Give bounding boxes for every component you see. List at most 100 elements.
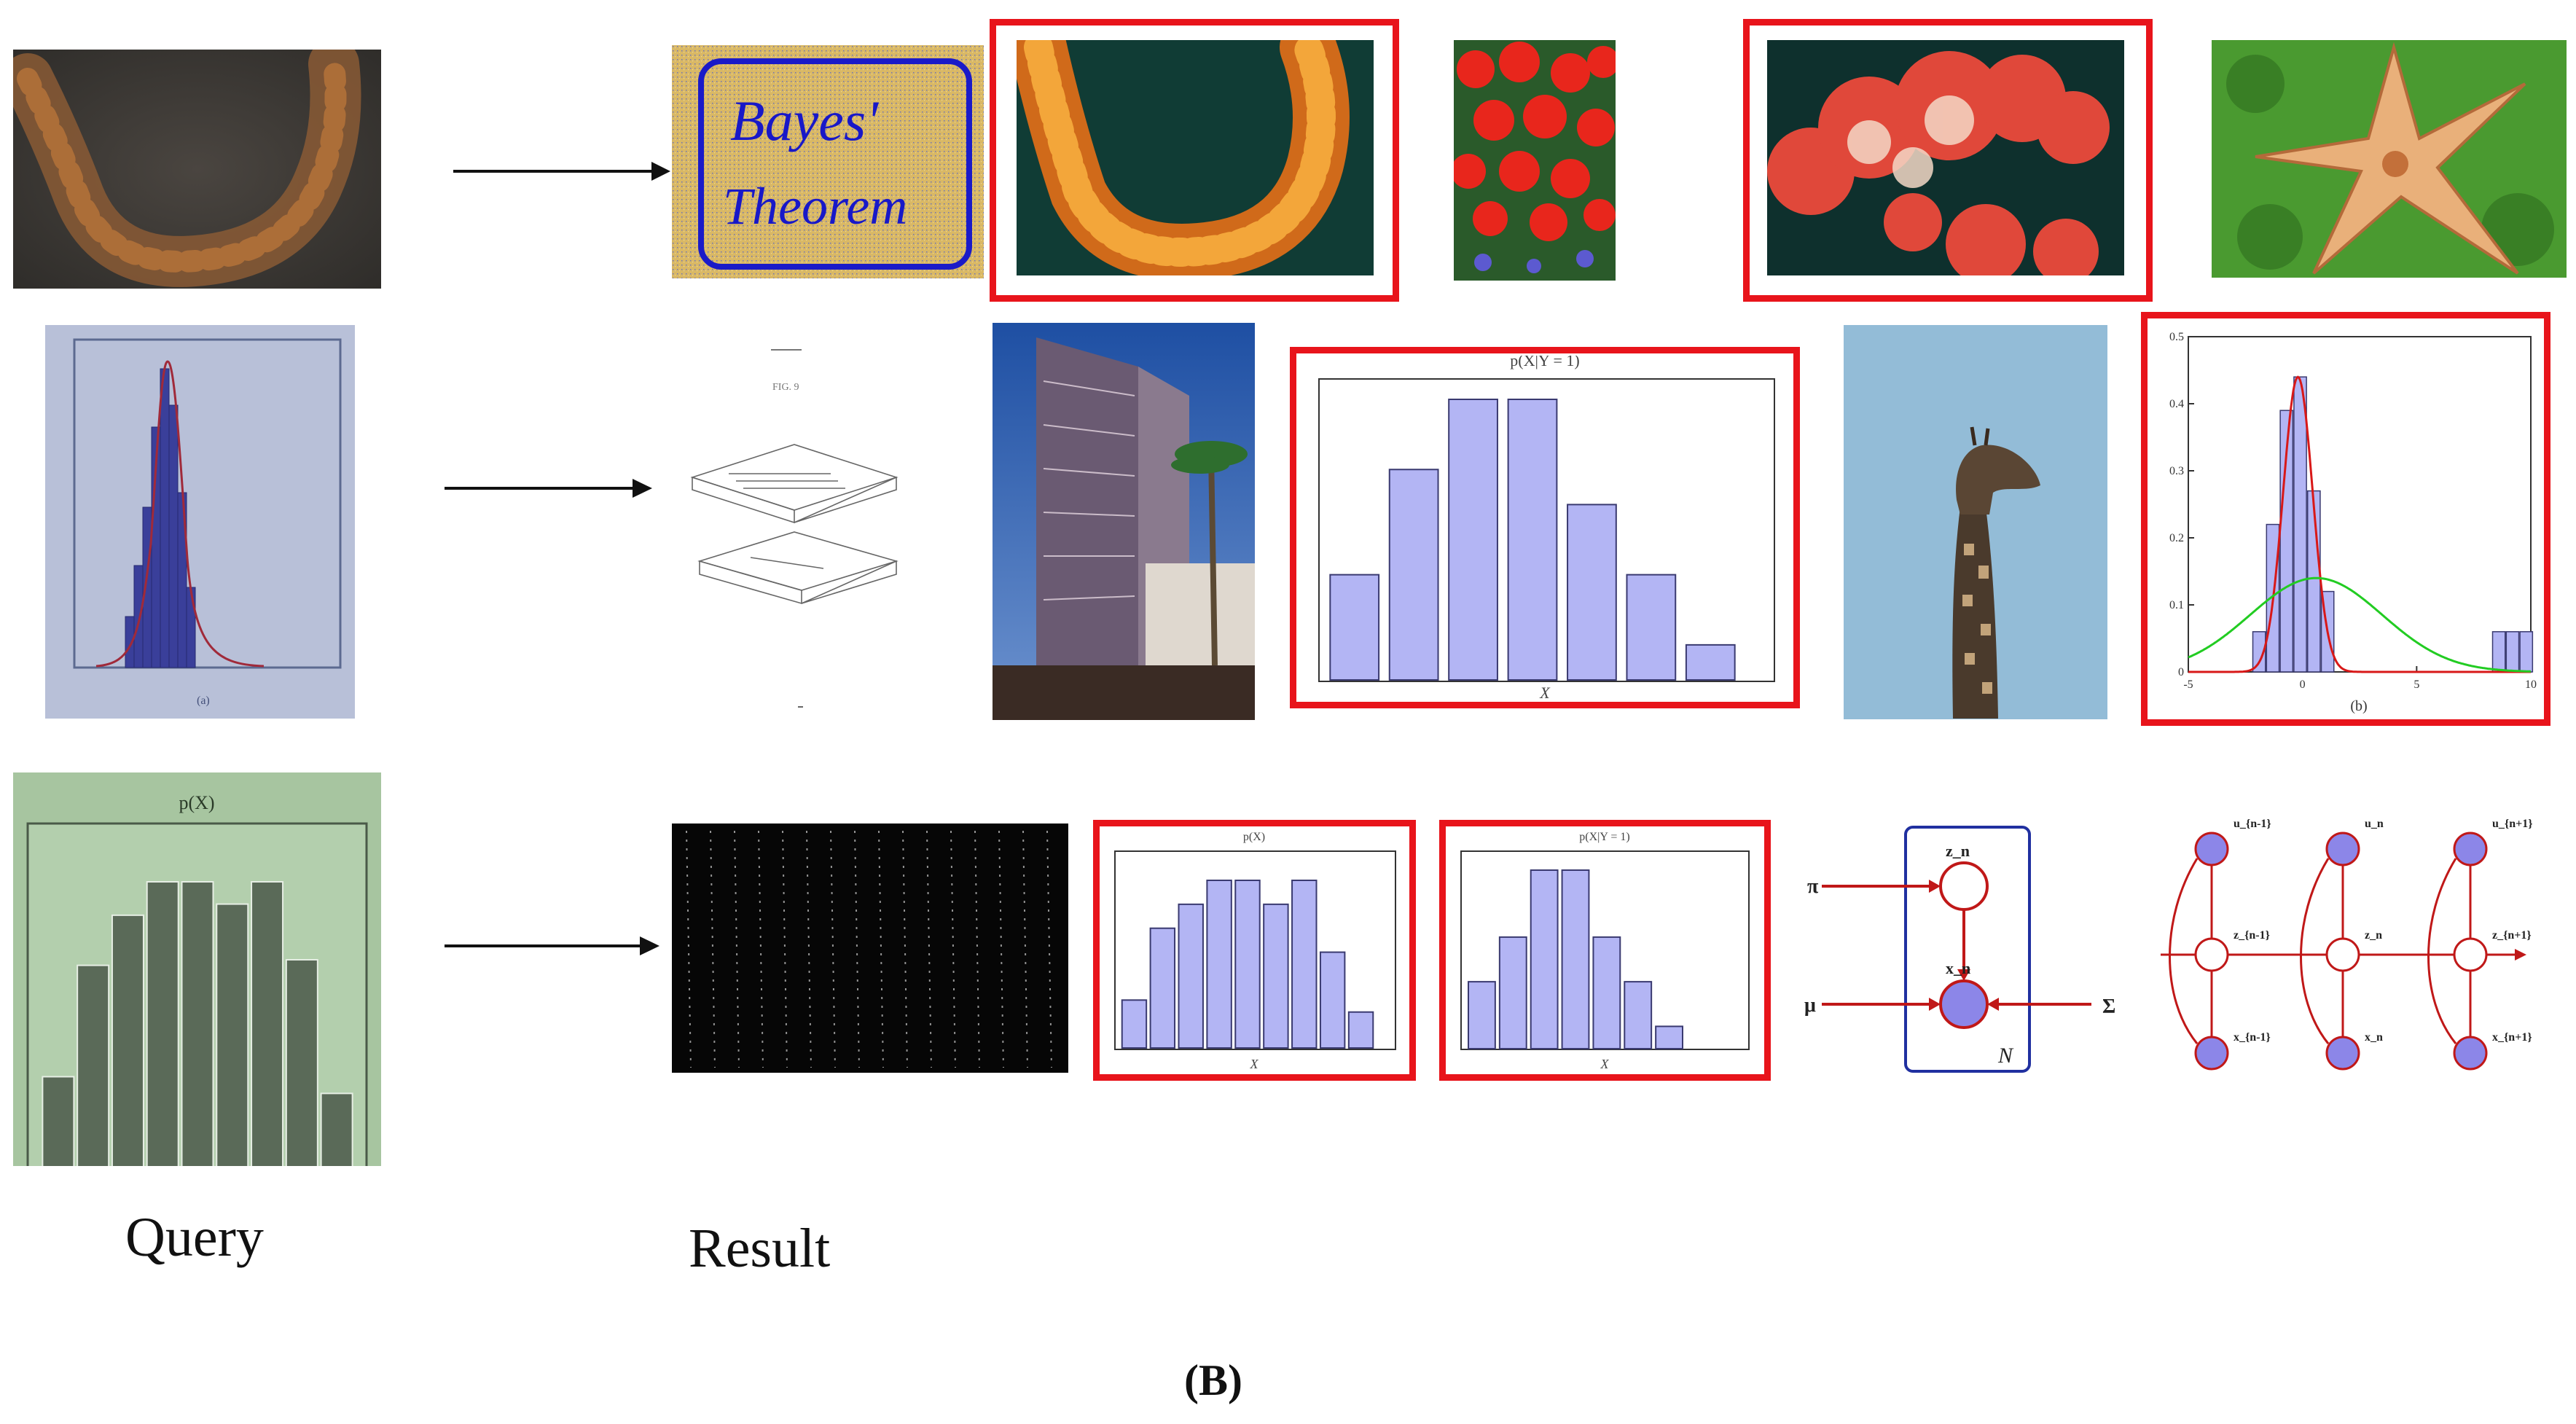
histogram-px-bar — [1149, 927, 1176, 1049]
mixture-ytick: 0.5 — [2169, 331, 2184, 343]
coral-closeup-photo[interactable] — [1767, 40, 2124, 275]
histogram-figure-bars — [1329, 399, 1736, 681]
hmm-latent-node — [2453, 937, 2488, 972]
patent-drawing[interactable]: FIG. 9 — [685, 335, 904, 729]
giraffe-photo[interactable] — [1844, 325, 2107, 719]
hmm-node-label: z_n — [2365, 929, 2382, 942]
mixture-xtick: 5 — [2413, 678, 2419, 691]
histogram-px-bar — [1178, 903, 1204, 1049]
query-coral-photo[interactable] — [13, 50, 381, 289]
arrow-row-1 — [453, 162, 670, 181]
mixture-xtick: 0 — [2300, 678, 2306, 691]
mixture-ytick: 0.2 — [2169, 532, 2184, 544]
query-histogram-slide[interactable]: p(X) X — [13, 772, 381, 1166]
histogram-px-bar — [1206, 880, 1232, 1049]
hmm-node-label: u_{n-1} — [2234, 818, 2271, 830]
patent-art: FIG. 9 — [690, 349, 899, 708]
hmm-output-node — [2325, 1036, 2360, 1071]
histogram-px-bars — [1121, 880, 1374, 1049]
query-hist-art: (a) — [45, 325, 355, 719]
pi-label: π — [1807, 875, 1819, 898]
query-slide-bars — [42, 881, 353, 1166]
histogram-px-y1-bar — [1498, 936, 1527, 1049]
coral-photo[interactable] — [1017, 40, 1374, 275]
mixture-ytick: 0.1 — [2169, 599, 2184, 611]
query-slide-bar — [111, 914, 144, 1166]
starfish-photo[interactable] — [2212, 40, 2567, 278]
hmm-art: u_{n-1}z_{n-1}x_{n-1}u_nz_nx_nu_{n+1}z_{… — [2161, 818, 2532, 1071]
mixture-bar — [2293, 376, 2307, 673]
highlight-box-histogram-figure — [1290, 347, 1800, 708]
patent-fig-label: FIG. 9 — [772, 382, 799, 393]
building-photo[interactable] — [993, 323, 1255, 720]
query-slide-title: p(X) — [179, 792, 214, 813]
result-label: Result — [689, 1218, 831, 1279]
building-art — [993, 323, 1255, 720]
mixture-caption: (b) — [2350, 698, 2367, 714]
query-hist-caption: (a) — [197, 695, 210, 707]
histogram-px-y1-bar — [1655, 1025, 1683, 1049]
hmm-output-node — [2453, 1036, 2488, 1071]
plate-box — [1904, 826, 2031, 1073]
histogram-figure-bar — [1388, 469, 1439, 681]
histogram-px-y1[interactable]: p(X|Y = 1) X — [1450, 829, 1760, 1071]
hmm-node-label: u_{n+1} — [2492, 818, 2532, 830]
mixture-xtick: 10 — [2525, 678, 2537, 691]
graphical-model[interactable]: π z_n x_n μ Σ N — [1800, 816, 2135, 1079]
dark-scan[interactable] — [672, 824, 1068, 1073]
hmm-node-label: z_{n-1} — [2234, 929, 2270, 942]
arrow-row-3 — [445, 936, 659, 955]
dark-scan-art — [672, 824, 1068, 1073]
query-slide-bar — [285, 958, 318, 1166]
coral-photo-art — [13, 50, 381, 289]
histogram-px-bar — [1347, 1011, 1374, 1049]
histogram-px-y1-title: p(X|Y = 1) — [1579, 831, 1629, 843]
tulips-photo[interactable] — [1454, 40, 1616, 281]
bayes-note-art: Bayes' Theorem — [672, 45, 984, 278]
query-slide-bar — [251, 881, 284, 1166]
histogram-px-xlabel: X — [1250, 1057, 1259, 1071]
hmm-latent-node — [2325, 937, 2360, 972]
histogram-figure-bar — [1685, 643, 1736, 681]
tulips-art — [1454, 40, 1616, 281]
mixture-bars — [2252, 376, 2534, 673]
mixture-bar — [2279, 410, 2294, 673]
histogram-figure-bar — [1448, 399, 1498, 681]
histogram-px-y1-bar — [1624, 981, 1653, 1049]
histogram-px-bar — [1263, 903, 1289, 1049]
bayes-line1: Bayes' — [730, 89, 879, 152]
mixture-bar — [2491, 631, 2506, 673]
highlight-box-coral — [990, 19, 1399, 302]
hmm-input-node — [2194, 832, 2229, 866]
histogram-px-y1-xlabel: X — [1600, 1057, 1610, 1071]
xn-label: x_n — [1946, 959, 1970, 977]
sigma-label: Σ — [2102, 995, 2115, 1018]
histogram-figure-bar — [1329, 574, 1380, 681]
hmm-node-label: x_{n-1} — [2234, 1031, 2271, 1044]
histogram-figure[interactable]: p(X|Y = 1) X — [1304, 356, 1785, 700]
coral-art — [1017, 40, 1374, 275]
mixture-bar — [2505, 631, 2520, 673]
histogram-figure-bar — [1567, 504, 1617, 681]
histogram-px-y1-bar — [1530, 869, 1559, 1049]
mixture-green-curve — [2188, 576, 2531, 673]
query-slide-art: p(X) X — [13, 772, 381, 1166]
histogram-px-bar — [1291, 880, 1318, 1049]
query-histogram-photo[interactable]: (a) — [45, 325, 355, 719]
highlight-box-histogram-px-y1 — [1439, 820, 1771, 1081]
hmm-output-node — [2194, 1036, 2229, 1071]
histogram-px[interactable]: p(X) X — [1104, 829, 1405, 1071]
query-slide-bar — [77, 964, 110, 1166]
zn-label: z_n — [1946, 842, 1970, 860]
highlight-box-coral-closeup — [1743, 19, 2153, 302]
coral-closeup-art — [1767, 40, 2124, 275]
plate-n-label: N — [1997, 1044, 2014, 1068]
mu-label: μ — [1804, 994, 1816, 1017]
bayes-line2: Theorem — [723, 177, 907, 235]
bayes-theorem-note[interactable]: Bayes' Theorem — [672, 45, 984, 278]
starfish-art — [2212, 40, 2567, 278]
